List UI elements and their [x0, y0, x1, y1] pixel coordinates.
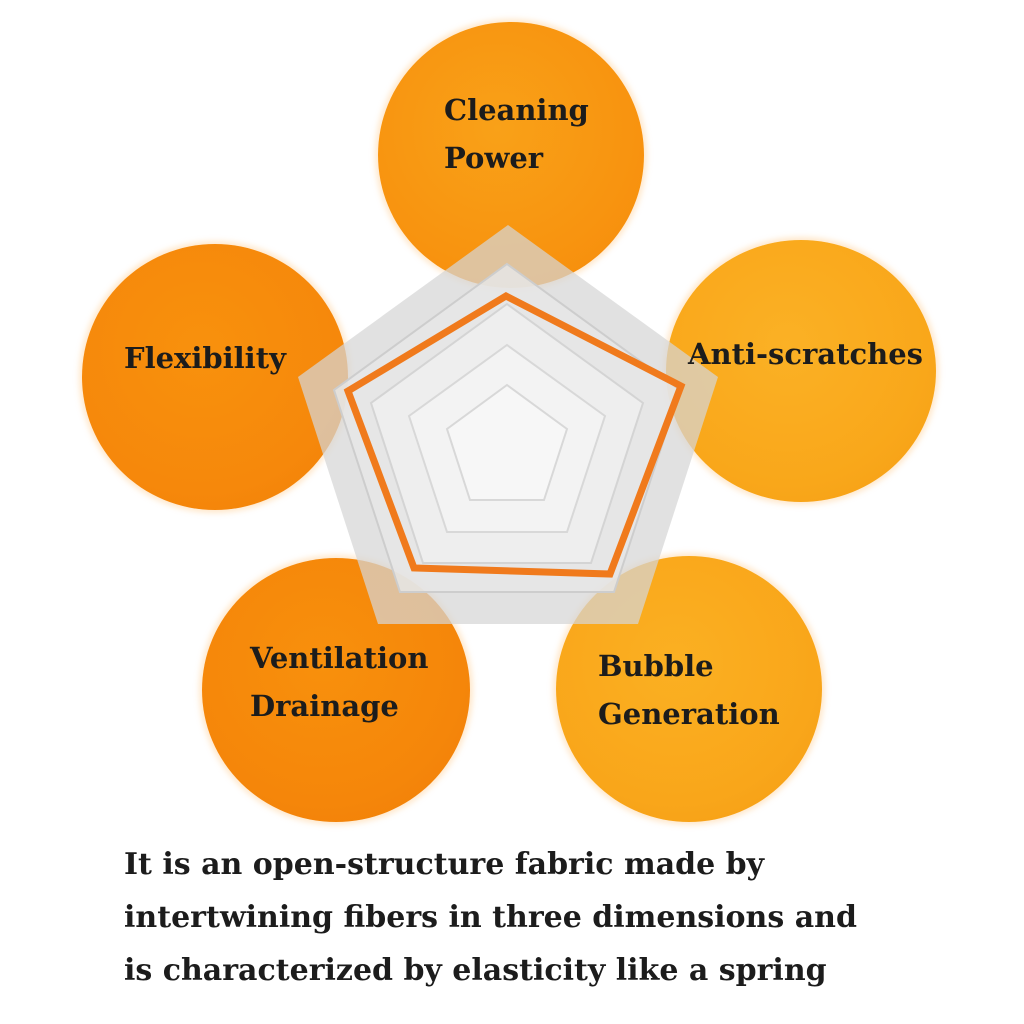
- feature-label-line: Bubble: [598, 649, 714, 683]
- description-line: intertwining fibers in three dimensions …: [124, 900, 857, 935]
- feature-label-line: Flexibility: [124, 341, 286, 375]
- feature-label-bubble-generation: Bubble Generation: [598, 642, 780, 738]
- feature-label-line: Cleaning: [444, 93, 589, 127]
- feature-label-anti-scratches: Anti-scratches: [688, 330, 923, 378]
- feature-label-line: Power: [444, 141, 544, 175]
- description-line: It is an open-structure fabric made by: [124, 847, 765, 882]
- pentagon-ring-inner: [445, 383, 569, 501]
- radar-highlight-line: [343, 291, 686, 578]
- feature-circle-anti-scratches: [666, 240, 936, 502]
- feature-label-ventilation-drainage: Ventilation Drainage: [250, 634, 428, 730]
- feature-label-line: Generation: [598, 697, 780, 731]
- feature-label-line: Ventilation: [250, 641, 429, 675]
- feature-label-cleaning-power: Cleaning Power: [444, 86, 589, 182]
- description-text: It is an open-structure fabric made by i…: [124, 838, 1004, 997]
- feature-label-line: Anti-scratches: [688, 337, 924, 371]
- feature-label-line: Drainage: [250, 689, 399, 723]
- description-line: is characterized by elasticity like a sp…: [124, 953, 827, 988]
- feature-label-flexibility: Flexibility: [124, 334, 286, 382]
